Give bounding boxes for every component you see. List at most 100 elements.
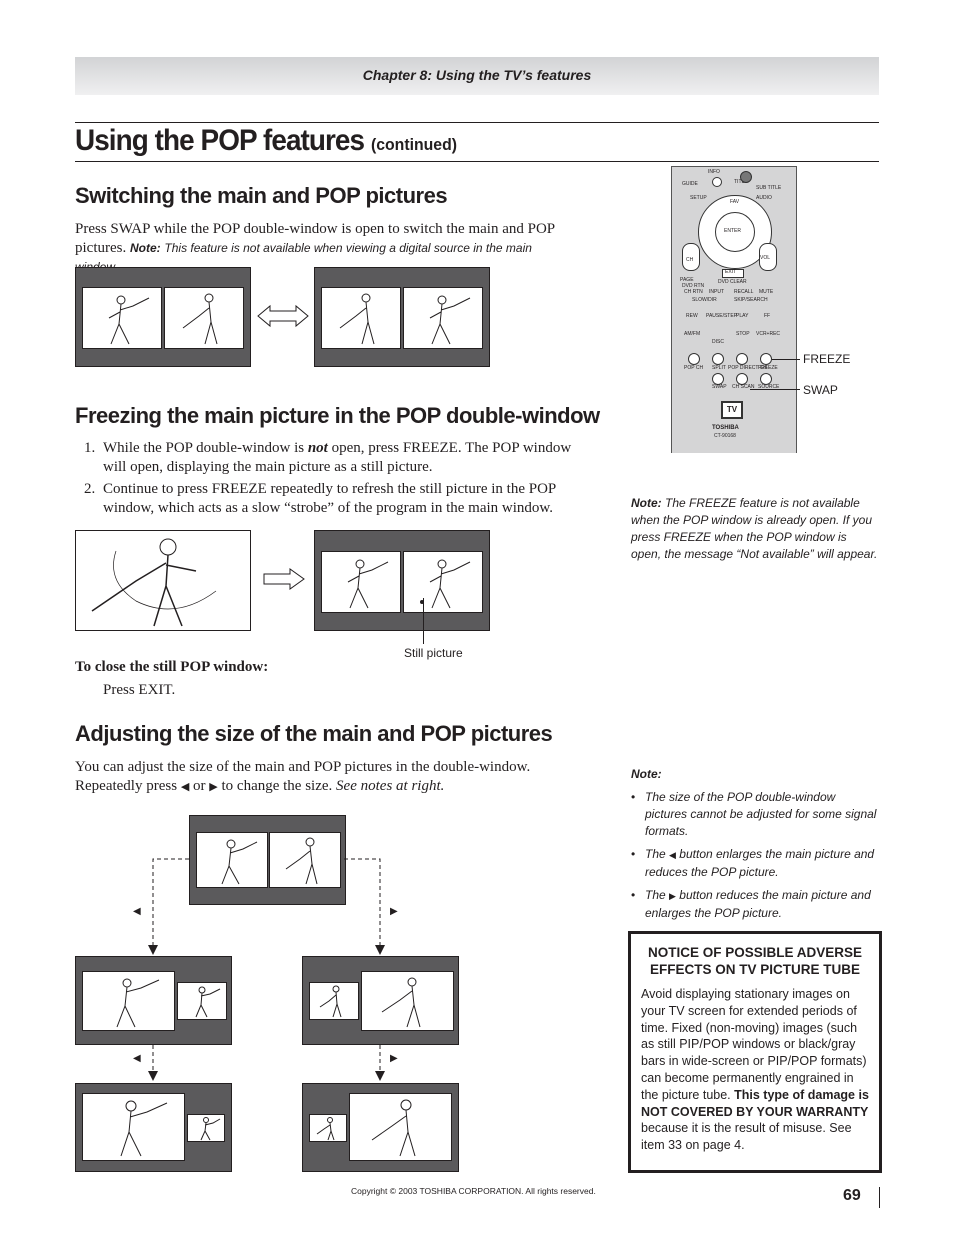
tv-pop-enlarged [302,956,459,1045]
baseball-swing-icon [91,538,217,627]
freeze-button [760,353,772,365]
swap-callout-line [750,389,800,390]
baseball-player-image [196,832,268,888]
page-title-continued: (continued) [370,135,458,154]
remote-label: SWAP [712,384,727,390]
swap-note-label: Note: [129,241,161,255]
note-text: The size of the POP double-window pictur… [645,790,877,838]
freeze-note: Note: The FREEZE feature is not availabl… [631,495,879,563]
list-item: The ◀ button enlarges the main picture a… [631,846,879,881]
tv-full-picture [75,530,251,631]
button-row-1 [684,287,784,295]
right-arrow-icon [263,568,305,590]
remote-label: FF [764,313,771,319]
swap-double-arrow-icon [257,304,309,328]
list-item: The size of the POP double-window pictur… [631,789,879,840]
notice-warning: This type of damage is NOT COVERED BY YO… [641,1087,869,1119]
remote-label: FAV [730,199,740,205]
see-notes-text: See notes at right. [336,778,445,794]
baseball-player-icon [347,559,389,609]
baseball-player-icon [429,295,471,345]
golfer-icon [182,293,218,345]
remote-label: PLAY [736,313,749,319]
tv-frozen-pop [314,530,490,631]
page-number: 69 [843,1187,861,1204]
tv-main-max [75,1083,232,1172]
info-button [712,177,722,187]
golfer-image [349,1093,452,1161]
remote-label: VOL [760,255,771,261]
remote-label: STOP [736,331,750,337]
chapter-title: Chapter 8: Using the TV’s features [362,67,592,83]
exit-button [722,269,744,278]
note-text: button enlarges the main picture and red… [645,847,875,879]
golfer-icon [319,985,342,1018]
page-number-rule [879,1187,880,1208]
left-arrow-icon: ◀ [180,781,190,793]
step-text: While the POP double-window is [103,440,305,456]
ch-rocker [682,243,700,271]
golfer-image [361,971,454,1031]
size-diagram-connectors-lower [148,1045,385,1081]
remote-label: TITLE [734,179,748,185]
baseball-player-icon [108,295,150,345]
right-arrow-icon: ▶ [390,906,398,917]
remote-label: AM/FM [684,331,701,337]
remote-label: POP DIRECT CH [728,365,767,371]
freeze-steps: 1. While the POP double-window is not op… [84,439,584,518]
remote-label: RECALL [734,289,754,295]
tv-pop-max [302,1083,459,1172]
remote-label: MUTE [759,289,774,295]
still-picture-label: Still picture [404,646,463,660]
step-emphasis: not [307,440,328,456]
tv-main-enlarged [75,956,232,1045]
size-heading: Adjusting the size of the main and POP p… [75,721,553,746]
tv-equal-split [189,815,346,905]
size-notes: Note: The size of the POP double-window … [631,766,879,928]
close-still-heading: To close the still POP window: [75,659,269,675]
step-text: Continue to press FREEZE repeatedly to r… [103,481,556,516]
size-notes-list: The size of the POP double-window pictur… [631,789,879,922]
remote-label: PAUSE/STEP [706,313,738,319]
freeze-step-2: 2. Continue to press FREEZE repeatedly t… [84,480,584,518]
remote-label: SOURCE [758,384,780,390]
golfer-icon [285,837,318,885]
remote-brand: TOSHIBA [712,425,739,431]
remote-label: DVD RTN [682,283,705,289]
step-number: 1. [84,440,96,456]
remote-label: PAGE [680,277,694,283]
remote-label: REW [686,313,698,319]
close-still-text: Press EXIT. [103,682,176,698]
remote-label: CH SCAN [732,384,755,390]
title-bottom-rule [75,161,879,162]
baseball-player-icon [195,986,221,1018]
swap-callout-label: SWAP [803,383,838,397]
pop-ch-button [688,353,700,365]
notice-text: because it is the result of misuse. See … [641,1121,852,1153]
page-title-main: Using the POP features [75,124,365,157]
baseball-pop-small-image [177,982,227,1020]
swap-body-text: Press SWAP while the POP double-window i… [75,221,555,256]
button-row-2 [684,305,784,313]
freeze-heading: Freezing the main picture in the POP dou… [75,403,600,428]
golfer-icon [381,977,421,1028]
remote-model: CT-90168 [714,433,736,439]
remote-label: AUDIO [756,195,772,201]
size-body-text: You can adjust the size of the main and … [75,759,531,794]
remote-label: DISC [712,339,724,345]
remote-label: CH [686,257,694,263]
remote-label: DVD CLEAR [718,279,747,285]
remote-label: SETUP [690,195,707,201]
golfer-image [321,287,401,349]
note-text: The [645,888,666,902]
freeze-callout-line [772,359,800,360]
right-arrow-icon: ▶ [390,1053,398,1064]
baseball-player-image [82,287,162,349]
tv-before-swap [75,267,251,367]
remote-label: SKIP/SEARCH [734,297,768,303]
baseball-pop-tiny-image [187,1114,225,1142]
source-button [760,373,772,385]
baseball-player-image [403,287,483,349]
title-top-rule [75,122,879,123]
remote-label: INFO [708,169,720,175]
